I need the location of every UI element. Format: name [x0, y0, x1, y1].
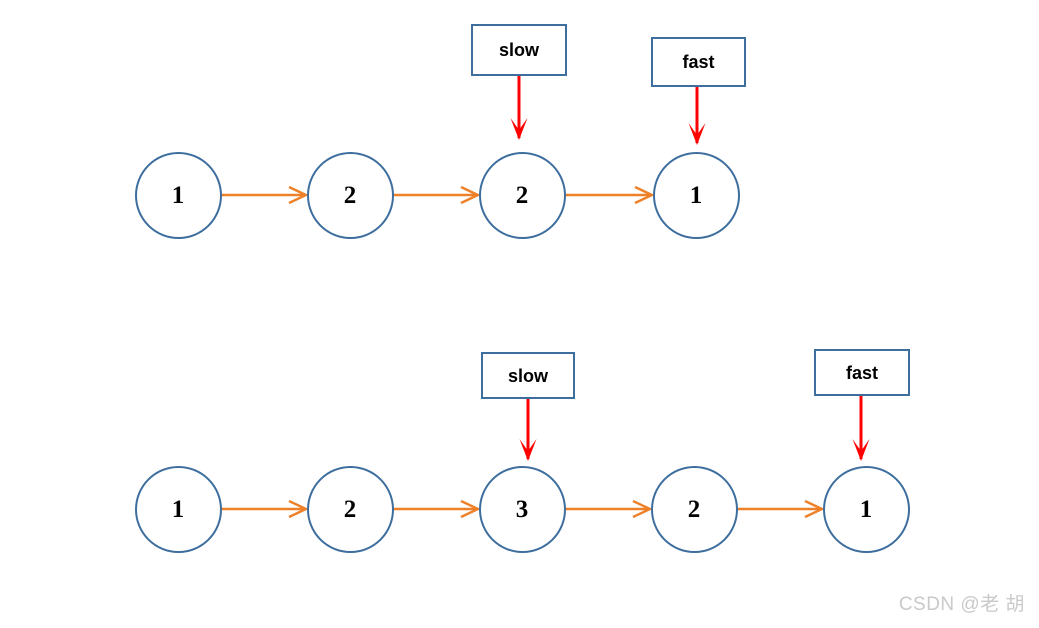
list-node-value: 2 — [687, 495, 701, 523]
list-node: 2 — [650, 465, 738, 553]
pointer-label: fast — [682, 52, 715, 72]
pointer-box-fast: fast — [814, 349, 910, 396]
list-node: 1 — [134, 151, 222, 239]
list-node: 2 — [306, 151, 394, 239]
list-node-value: 1 — [859, 495, 873, 523]
pointer-label: fast — [845, 362, 878, 383]
pointer-label: slow — [507, 365, 548, 386]
pointer-arrow-slow — [506, 76, 532, 140]
csdn-watermark: CSDN @老 胡 — [898, 594, 1025, 615]
list-node-value: 1 — [171, 495, 185, 523]
pointer-arrow-fast — [848, 396, 874, 461]
edge-arrow-row1-1 — [221, 183, 309, 207]
list-node-value: 1 — [171, 181, 185, 209]
list-node: 1 — [652, 151, 740, 239]
list-node-value: 2 — [515, 181, 529, 209]
list-node: 2 — [478, 151, 566, 239]
list-node: 3 — [478, 465, 566, 553]
edge-arrow-row2-3 — [565, 497, 653, 521]
edge-arrow-row2-2 — [393, 497, 481, 521]
edge-arrow-row1-3 — [565, 183, 655, 207]
edge-arrow-row1-2 — [393, 183, 481, 207]
list-node: 1 — [134, 465, 222, 553]
list-node: 1 — [822, 465, 910, 553]
list-node-value: 3 — [515, 495, 529, 523]
pointer-box-slow: slow — [481, 352, 575, 399]
list-node-value: 1 — [689, 181, 703, 209]
list-node-value: 2 — [343, 495, 357, 523]
list-node-value: 2 — [343, 181, 357, 209]
pointer-arrow-slow — [515, 399, 541, 461]
pointer-arrow-fast — [684, 87, 710, 145]
pointer-box-slow: slow — [471, 24, 567, 76]
edge-arrow-row2-4 — [737, 497, 825, 521]
list-node: 2 — [306, 465, 394, 553]
pointer-box-fast: fast — [651, 37, 746, 87]
edge-arrow-row2-1 — [221, 497, 309, 521]
pointer-label: slow — [498, 40, 539, 60]
